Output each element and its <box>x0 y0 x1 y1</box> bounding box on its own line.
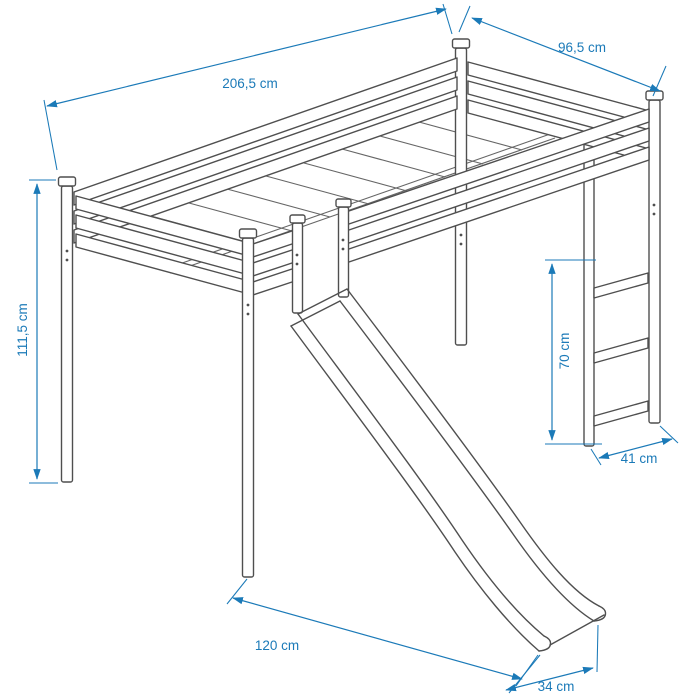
dimension-slide-reach: 120 cm <box>226 578 539 687</box>
dimension-slide-end-width-label: 34 cm <box>538 679 575 694</box>
dimension-ladder-depth-label: 41 cm <box>621 451 658 466</box>
dimension-depth: 96,5 cm <box>458 5 667 97</box>
dimension-height: 111,5 cm <box>15 179 58 484</box>
dimension-ladder-depth: 41 cm <box>590 425 679 466</box>
right-post <box>645 90 664 424</box>
front-post <box>238 228 258 578</box>
dimension-clearance: 70 cm <box>545 259 602 445</box>
dimension-height-label: 111,5 cm <box>15 303 30 357</box>
dimension-depth-label: 96,5 cm <box>558 40 606 55</box>
dimension-slide-reach-label: 120 cm <box>255 638 299 653</box>
slide-entry-posts <box>289 198 352 314</box>
ladder <box>583 140 649 447</box>
screw-dots <box>65 203 656 316</box>
dimension-length-label: 206,5 cm <box>222 76 278 91</box>
dimension-length: 206,5 cm <box>43 3 453 171</box>
dimension-slide-end-width: 34 cm <box>505 624 599 694</box>
dimension-clearance-label: 70 cm <box>557 333 572 370</box>
left-post <box>57 176 77 483</box>
